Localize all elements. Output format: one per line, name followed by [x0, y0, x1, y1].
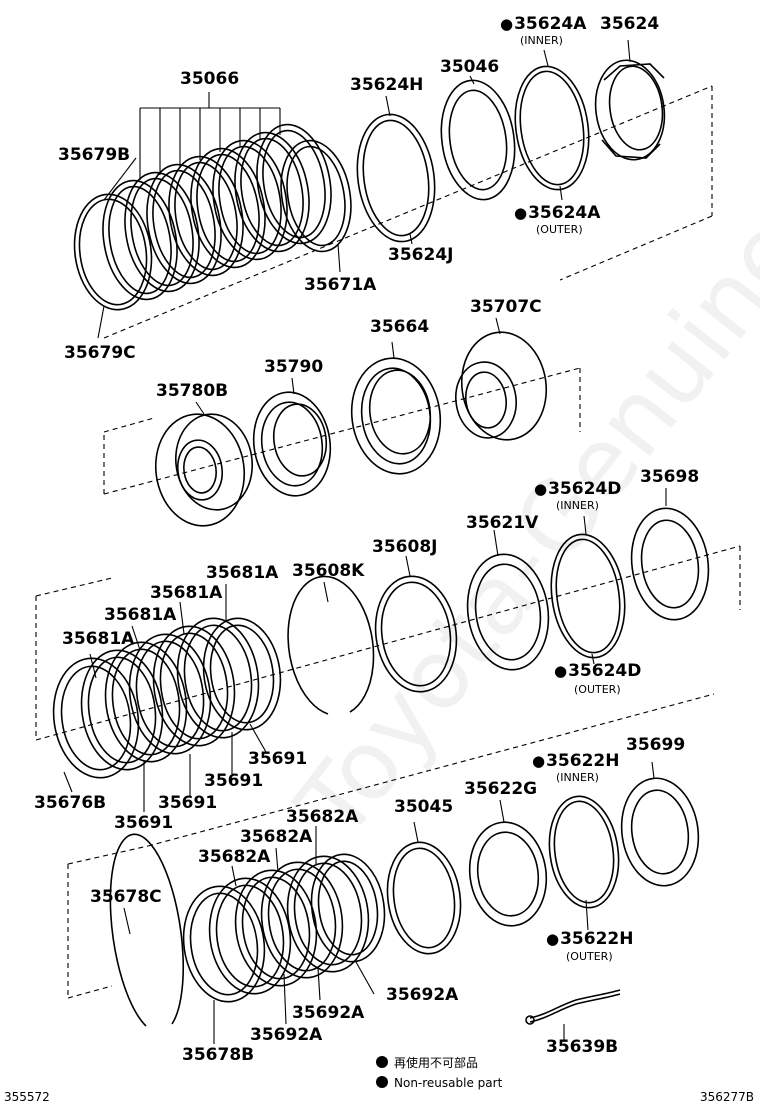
label-35045: 35045 — [394, 797, 454, 817]
legend-text-en: Non-reusable part — [394, 1076, 503, 1090]
snap-ring-35679b — [73, 193, 153, 311]
label-35622h-inner: 35622H — [532, 752, 619, 770]
label-35682a-2: 35682A — [240, 827, 313, 847]
label-35639b: 35639B — [546, 1037, 619, 1057]
spring-35639b — [525, 989, 621, 1025]
snap-ring-35608k — [287, 575, 375, 715]
label-35664: 35664 — [370, 317, 430, 337]
clutch-disc-stack-35682a — [182, 853, 386, 1003]
bracket-35066 — [139, 92, 281, 180]
bearing-35790 — [252, 391, 332, 497]
retainer-35624 — [594, 59, 666, 161]
plate-35045 — [386, 841, 462, 955]
label-35679b: 35679B — [58, 145, 131, 165]
label-35608k: 35608K — [292, 561, 365, 581]
label-35624d-outer: 35624D — [554, 662, 641, 680]
label-35624a-outer: 35624A — [514, 204, 600, 222]
plate-35046 — [440, 79, 516, 201]
plate-35608j — [374, 575, 458, 693]
legend-non-reusable-en: Non-reusable part — [376, 1076, 502, 1090]
sublabel-inner-35622h: (INNER) — [556, 771, 599, 784]
label-35624: 35624 — [600, 14, 660, 34]
label-35624d-inner: 35624D — [534, 480, 621, 498]
bearing-35780b — [154, 413, 254, 527]
clutch-disc-stack-35681a — [80, 617, 282, 771]
legend-text-jp: 再使用不可部品 — [394, 1056, 479, 1070]
group-4-frame — [67, 693, 715, 999]
label-35624h: 35624H — [350, 75, 424, 95]
label-35622h-outer: 35622H — [546, 930, 633, 948]
label-35691-3: 35691 — [204, 771, 264, 791]
label-35671a: 35671A — [304, 275, 377, 295]
ring-35676b — [52, 657, 140, 779]
sublabel-inner-35624a: (INNER) — [520, 34, 563, 47]
label-35678b: 35678B — [182, 1045, 255, 1065]
oring-35622h — [548, 795, 620, 909]
oring-35624a — [514, 65, 590, 191]
label-35682a-1: 35682A — [198, 847, 271, 867]
label-35681a-2: 35681A — [104, 605, 177, 625]
label-35691-4: 35691 — [248, 749, 308, 769]
label-35698: 35698 — [640, 467, 700, 487]
label-35676b: 35676B — [34, 793, 107, 813]
label-35780b: 35780B — [156, 381, 229, 401]
label-35692a-2: 35692A — [292, 1003, 365, 1023]
label-35046: 35046 — [440, 57, 500, 77]
one-way-clutch-35664 — [350, 357, 442, 475]
label-35621v: 35621V — [466, 513, 539, 533]
bullet-icon — [376, 1056, 388, 1068]
hub-35621v — [466, 553, 550, 671]
sublabel-outer-35624a: (OUTER) — [536, 223, 583, 236]
leaders-group-1 — [97, 39, 667, 665]
legend-non-reusable-jp: 再使用不可部品 — [376, 1056, 478, 1070]
clutch-disc-stack-35066 — [102, 123, 352, 301]
label-35624a-inner: 35624A — [500, 15, 586, 33]
label-35624j: 35624J — [388, 245, 454, 265]
label-35066: 35066 — [180, 69, 240, 89]
sublabel-outer-35622h: (OUTER) — [566, 950, 613, 963]
leaders-group-4 — [123, 761, 655, 1044]
label-35681a-4: 35681A — [206, 563, 279, 583]
oring-35624d — [550, 533, 626, 659]
seal-35698 — [630, 507, 710, 621]
piston-35622g — [468, 821, 548, 927]
group-1-frame — [103, 85, 713, 339]
group-3-frame — [35, 545, 741, 741]
label-35691-1: 35691 — [114, 813, 174, 833]
label-35682a-3: 35682A — [286, 807, 359, 827]
bullet-icon — [376, 1076, 388, 1088]
group-2-frame — [103, 367, 581, 495]
ring-35624h — [356, 113, 436, 243]
label-35790: 35790 — [264, 357, 324, 377]
label-35692a-3: 35692A — [386, 985, 459, 1005]
race-35707c — [455, 331, 548, 441]
seal-35699 — [620, 777, 700, 887]
label-35707c: 35707C — [470, 297, 542, 317]
label-35691-2: 35691 — [158, 793, 218, 813]
leaders-group-3 — [63, 584, 267, 812]
label-35622g: 35622G — [464, 779, 538, 799]
sublabel-outer-35624d: (OUTER) — [574, 683, 621, 696]
label-35699: 35699 — [626, 735, 686, 755]
label-35679c: 35679C — [64, 343, 136, 363]
label-35681a-1: 35681A — [62, 629, 135, 649]
drawing-number-right: 356277B — [699, 1090, 754, 1104]
snap-ring-35678c — [109, 833, 185, 1027]
label-35608j: 35608J — [372, 537, 438, 557]
label-35678c: 35678C — [90, 887, 162, 907]
drawing-number-left: 355572 — [4, 1090, 50, 1104]
label-35692a-1: 35692A — [250, 1025, 323, 1045]
label-35681a-3: 35681A — [150, 583, 223, 603]
sublabel-inner-35624d: (INNER) — [556, 499, 599, 512]
